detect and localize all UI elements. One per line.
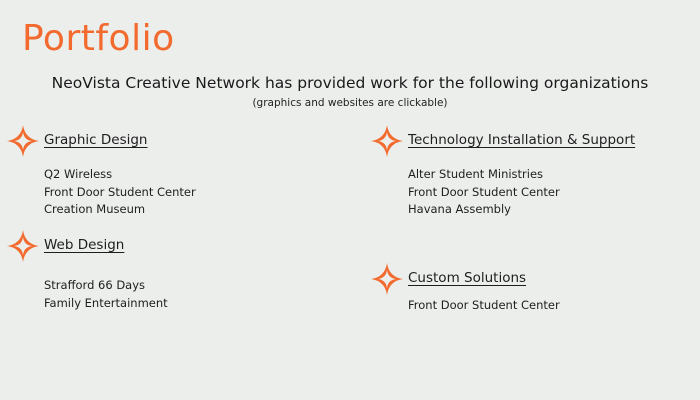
page-title: Portfolio: [22, 18, 175, 59]
list-item[interactable]: Front Door Student Center: [44, 184, 196, 199]
section-heading-custom-solutions[interactable]: Custom Solutions: [408, 270, 527, 286]
list-item[interactable]: Front Door Student Center: [408, 184, 560, 199]
page-subtitle: NeoVista Creative Network has provided w…: [51, 74, 649, 92]
section-heading-web-design[interactable]: Web Design: [44, 237, 125, 253]
clickable-note: (graphics and websites are clickable): [252, 97, 448, 109]
custom-solutions-list: Front Door Student Center: [408, 297, 560, 315]
web-design-list: Strafford 66 Days Family Entertainment: [44, 277, 168, 312]
list-item[interactable]: Alter Student Ministries: [408, 167, 544, 181]
four-point-star-icon: [371, 263, 403, 295]
list-item[interactable]: Creation Museum: [44, 202, 146, 216]
list-item[interactable]: Family Entertainment: [44, 295, 168, 310]
graphic-design-list: Q2 Wireless Front Door Student Center Cr…: [44, 166, 196, 219]
list-item[interactable]: Havana Assembly: [408, 202, 511, 216]
four-point-star-icon: [371, 125, 403, 157]
list-item[interactable]: Strafford 66 Days: [44, 278, 146, 292]
section-heading-graphic-design[interactable]: Graphic Design: [44, 132, 148, 148]
four-point-star-icon: [7, 125, 39, 157]
section-heading-technology-installation-support[interactable]: Technology Installation & Support: [408, 132, 636, 148]
list-item[interactable]: Front Door Student Center: [408, 298, 560, 312]
four-point-star-icon: [7, 230, 39, 262]
list-item[interactable]: Q2 Wireless: [44, 167, 113, 181]
technology-list: Alter Student Ministries Front Door Stud…: [408, 166, 560, 219]
